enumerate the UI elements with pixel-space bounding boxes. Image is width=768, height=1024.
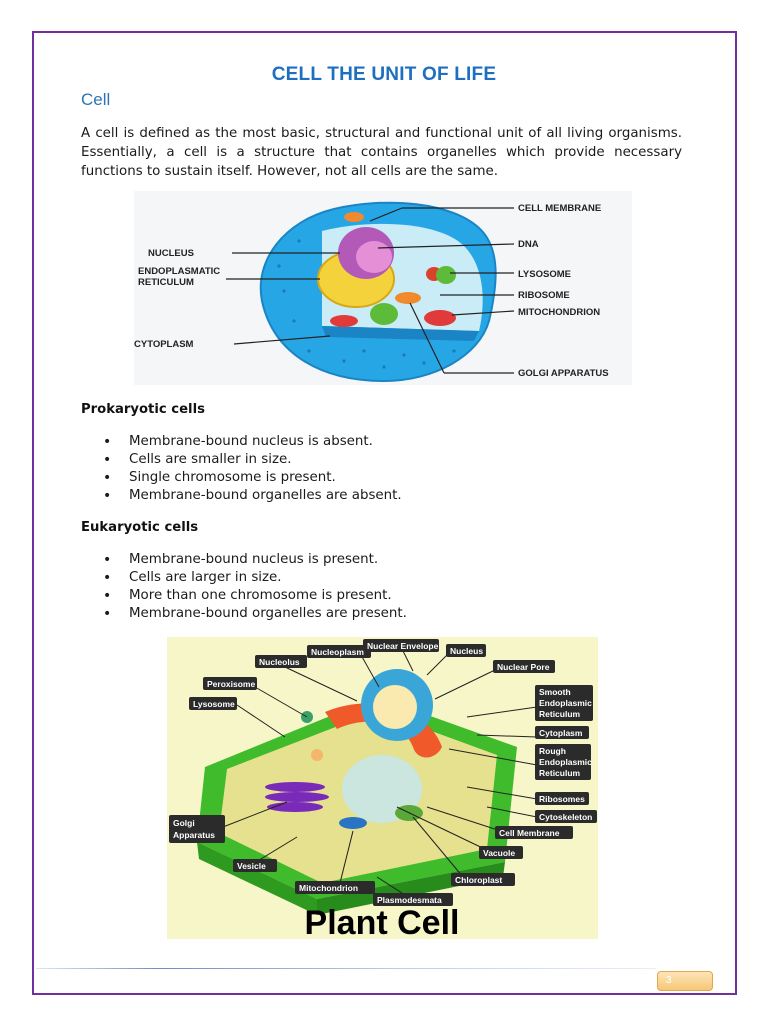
label-plasmodesmata: Plasmodesmata [377, 895, 442, 905]
list-item: Cells are smaller in size. [103, 451, 402, 469]
label-rough-er-3: Reticulum [539, 768, 581, 778]
label-rough-er-2: Endoplasmic [539, 757, 592, 767]
intro-paragraph: A cell is defined as the most basic, str… [81, 126, 682, 179]
label-vesicle: Vesicle [237, 861, 266, 871]
label-peroxisome: Peroxisome [207, 679, 255, 689]
list-item: Cells are larger in size. [103, 569, 407, 587]
label-ribosomes: Ribosomes [539, 794, 585, 804]
list-item: Membrane-bound nucleus is present. [103, 551, 407, 569]
label-lysosome: LYSOSOME [518, 269, 571, 280]
label-golgi-2: Apparatus [173, 830, 215, 840]
list-item: Membrane-bound nucleus is absent. [103, 433, 402, 451]
label-nucleus: Nucleus [450, 646, 483, 656]
label-cell-membrane: CELL MEMBRANE [518, 203, 601, 214]
label-nucleolus: Nucleolus [259, 657, 300, 667]
label-nucleoplasm: Nucleoplasm [311, 647, 364, 657]
prokaryotic-list: Membrane-bound nucleus is absent. Cells … [103, 433, 402, 505]
prokaryotic-heading: Prokaryotic cells [81, 402, 205, 417]
label-nuclear-pore: Nuclear Pore [497, 662, 550, 672]
label-ribosome: RIBOSOME [518, 290, 570, 301]
animal-cell-figure: CELL MEMBRANE DNA LYSOSOME RIBOSOME MITO… [134, 191, 632, 385]
label-er-line2: RETICULUM [138, 277, 194, 288]
eukaryotic-heading: Eukaryotic cells [81, 520, 199, 535]
plant-cell-caption: Plant Cell [305, 904, 460, 939]
label-smooth-er-1: Smooth [539, 687, 571, 697]
label-smooth-er-2: Endoplasmic [539, 698, 592, 708]
page-border [32, 31, 737, 995]
list-item: Single chromosome is present. [103, 469, 402, 487]
label-cytoplasm: CYTOPLASM [134, 339, 194, 350]
label-golgi-apparatus: GOLGI APPARATUS [518, 368, 609, 379]
label-chloroplast: Chloroplast [455, 875, 502, 885]
section-heading-cell: Cell [81, 90, 111, 109]
label-nuclear-envelope: Nuclear Envelope [367, 641, 439, 651]
label-smooth-er-3: Reticulum [539, 709, 581, 719]
footer-rule [36, 968, 656, 969]
label-er-line1: ENDOPLASMATIC [138, 266, 220, 277]
plant-cell-label-tags [169, 639, 597, 906]
label-dna: DNA [518, 239, 539, 250]
label-rough-er-1: Rough [539, 746, 566, 756]
plant-cell-figure: Nuclear Envelope Nucleoplasm Nucleus Nuc… [167, 637, 598, 939]
label-golgi-1: Golgi [173, 818, 195, 828]
label-cell-membrane: Cell Membrane [499, 828, 560, 838]
list-item: Membrane-bound organelles are absent. [103, 487, 402, 505]
label-mitochondrion: MITOCHONDRION [518, 307, 600, 318]
page-title: CELL THE UNIT OF LIFE [271, 64, 497, 85]
eukaryotic-list: Membrane-bound nucleus is present. Cells… [103, 551, 407, 623]
label-cytoplasm: Cytoplasm [539, 728, 583, 738]
label-nucleus: NUCLEUS [148, 248, 194, 259]
label-lysosome: Lysosome [193, 699, 235, 709]
label-vacuole: Vacuole [483, 848, 515, 858]
label-mitochondrion: Mitochondrion [299, 883, 358, 893]
label-cytoskeleton: Cytoskeleton [539, 812, 592, 822]
list-item: More than one chromosome is present. [103, 587, 407, 605]
page-number-badge: 3 [657, 971, 713, 991]
list-item: Membrane-bound organelles are present. [103, 605, 407, 623]
